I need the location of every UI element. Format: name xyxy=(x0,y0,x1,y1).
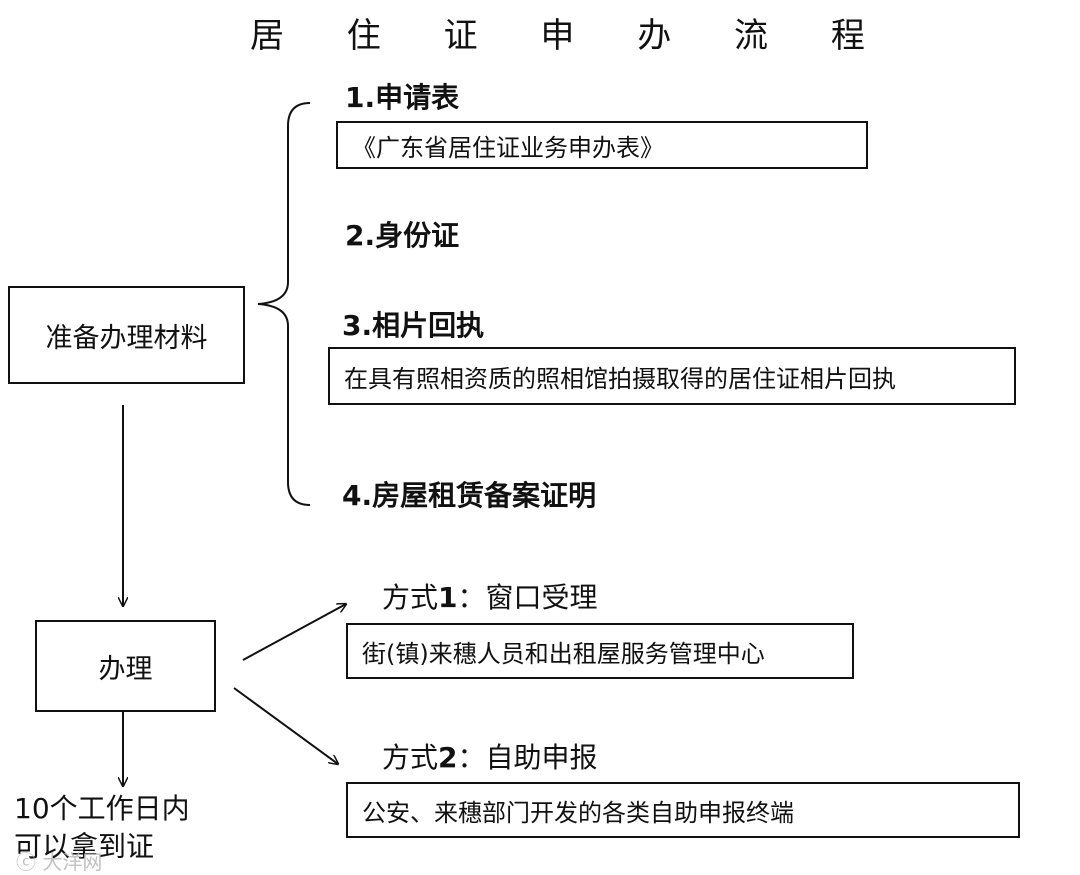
method-2-suffix: ：自助申报 xyxy=(457,741,598,774)
method-1-title: 方式1：窗口受理 xyxy=(382,576,598,616)
arrow-to-method-2 xyxy=(233,687,338,764)
watermark-logo-icon: ⓒ xyxy=(16,850,36,874)
result-line-1: 10个工作日内 xyxy=(14,792,190,825)
method-1-number: 1 xyxy=(438,581,458,614)
watermark-text: 大洋网 xyxy=(42,850,103,874)
material-4-label: 4.房屋租赁备案证明 xyxy=(342,479,597,512)
method-2-title: 方式2：自助申报 xyxy=(382,736,598,776)
method-1-detail: 街(镇)来穗人员和出租屋服务管理中心 xyxy=(346,623,854,679)
materials-brace xyxy=(257,102,311,506)
method-2-prefix: 方式 xyxy=(382,741,439,774)
method-2-number: 2 xyxy=(438,741,458,774)
watermark: ⓒ 大洋网 xyxy=(16,846,102,875)
result-note: 10个工作日内 可以拿到证 xyxy=(14,790,190,866)
arrow-to-method-1 xyxy=(242,604,346,661)
material-3-detail: 在具有照相资质的照相馆拍摄取得的居住证相片回执 xyxy=(328,347,1016,405)
method-1-suffix: ：窗口受理 xyxy=(457,581,598,614)
material-1-label: 1.申请表 xyxy=(345,81,460,114)
prepare-materials-box: 准备办理材料 xyxy=(8,286,245,384)
result-line-2: 可以拿到证 xyxy=(14,830,155,863)
method-1-prefix: 方式 xyxy=(382,581,439,614)
material-3-label: 3.相片回执 xyxy=(342,309,485,342)
material-1-detail: 《广东省居住证业务申办表》 xyxy=(336,121,868,169)
method-2-detail: 公安、来穗部门开发的各类自助申报终端 xyxy=(346,782,1020,838)
handle-box: 办理 xyxy=(35,620,216,712)
material-2-label: 2.身份证 xyxy=(345,219,460,252)
